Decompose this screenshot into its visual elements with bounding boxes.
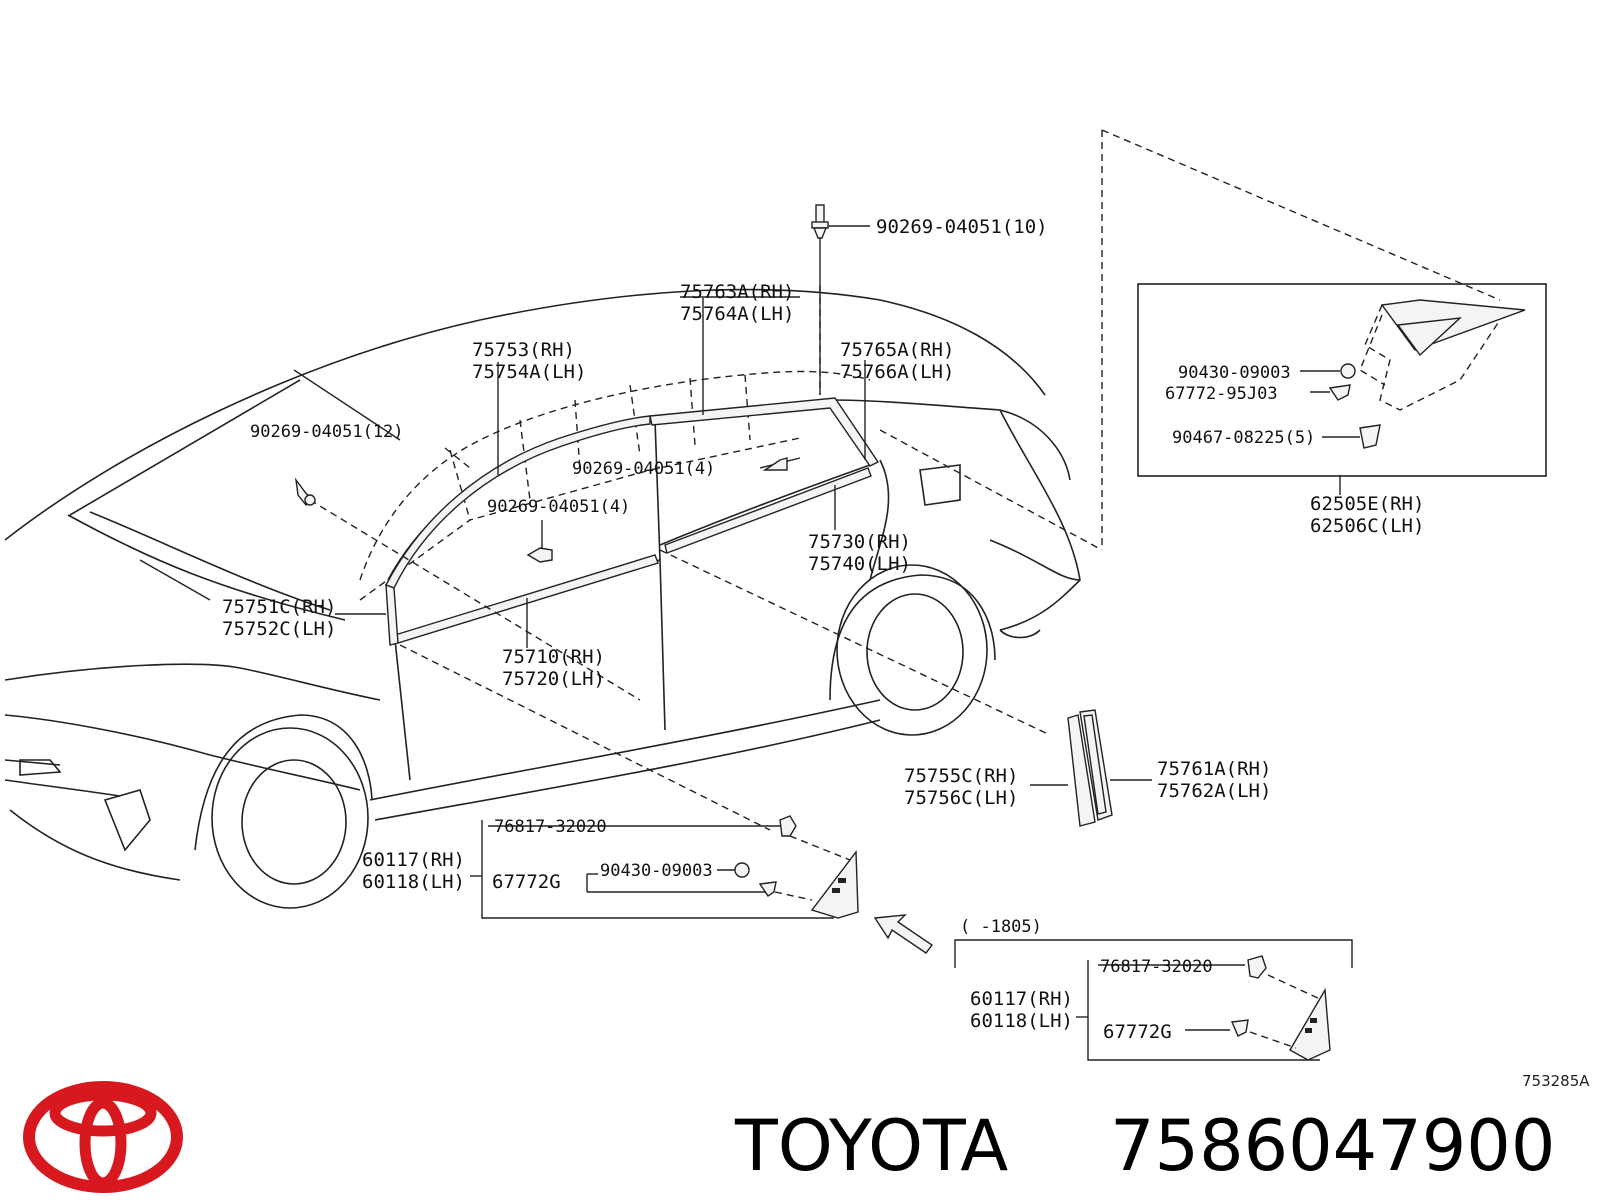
label-clip-90430: 90430-09003 <box>600 861 713 881</box>
grommet-icon <box>1359 424 1381 449</box>
mudguard-part <box>810 850 859 919</box>
bolt-top-icon <box>811 204 829 239</box>
label-75763A: 75763A(RH) <box>680 281 794 303</box>
brand-name: TOYOTA <box>734 1105 1008 1187</box>
mudguard-slot <box>1310 1018 1317 1023</box>
toyota-logo <box>23 1081 183 1193</box>
mudguard-slot <box>832 888 840 893</box>
label-75766A: 75766A(LH) <box>840 361 954 383</box>
label-75753: 75753(RH) <box>472 339 575 361</box>
label-clip-76817-b: 76817-32020 <box>1100 957 1213 977</box>
label-62506C: 62506C(LH) <box>1310 515 1424 537</box>
label-75740: 75740(LH) <box>808 553 911 575</box>
mudguard-slot <box>838 878 846 883</box>
clip-76817-icon <box>779 815 797 837</box>
washer-icon <box>1340 363 1356 379</box>
clip-76817-b-icon <box>1247 955 1267 979</box>
label-60118-b: 60118(LH) <box>970 1010 1073 1032</box>
label-75720: 75720(LH) <box>502 668 605 690</box>
label-75710: 75710(RH) <box>502 646 605 668</box>
bolt-12-icon <box>294 477 316 506</box>
label-60117: 60117(RH) <box>362 849 465 871</box>
leader-lines <box>139 129 1501 831</box>
label-clip-76817: 76817-32020 <box>494 817 607 837</box>
label-bolt-4b: 90269-04051(4) <box>487 497 630 517</box>
label-75761A: 75761A(RH) <box>1157 758 1271 780</box>
label-67772G: 67772G <box>492 871 561 893</box>
clip-67772G-icon <box>758 881 777 897</box>
washer-90430-icon <box>734 862 750 878</box>
bracket-box-lower-left <box>470 815 859 919</box>
label-75764A: 75764A(LH) <box>680 303 794 325</box>
label-75756C: 75756C(LH) <box>904 787 1018 809</box>
label-60117-b: 60117(RH) <box>970 988 1073 1010</box>
mudguard-slot <box>1305 1028 1312 1033</box>
mudguard-part-b <box>1289 987 1331 1061</box>
window-mouldings <box>385 397 880 646</box>
label-75762A: 75762A(LH) <box>1157 780 1271 802</box>
label-75765A: 75765A(RH) <box>840 339 954 361</box>
label-60118: 60118(LH) <box>362 871 465 893</box>
front-pillar-garnish <box>385 583 399 646</box>
belt-moulding-rear <box>664 467 872 554</box>
label-75755C: 75755C(RH) <box>904 765 1018 787</box>
clip-icon <box>1328 384 1351 401</box>
label-bolt-12: 90269-04051(12) <box>250 422 404 442</box>
inset-box-spoiler <box>1137 283 1547 477</box>
bolt-4a-icon <box>762 457 788 471</box>
part-number: 7586047900 <box>1110 1105 1555 1187</box>
roof-drip-moulding-front <box>385 415 651 589</box>
label-range-note: ( -1805) <box>960 917 1042 937</box>
label-75752C: 75752C(LH) <box>222 618 336 640</box>
label-67772G-b: 67772G <box>1103 1021 1172 1043</box>
label-62505E: 62505E(RH) <box>1310 493 1424 515</box>
part-labels: 90269-04051(10) 75763A(RH) 75764A(LH) 75… <box>222 216 1590 1090</box>
label-75754A: 75754A(LH) <box>472 361 586 383</box>
label-inset-67772: 67772-95J03 <box>1165 384 1278 404</box>
roof-drip-moulding-rear <box>649 397 880 467</box>
label-inset-90430: 90430-09003 <box>1178 363 1291 383</box>
bolt-4b-icon <box>526 547 553 563</box>
arrow-icon <box>873 914 934 954</box>
pillar-garnish-part <box>1067 709 1113 827</box>
label-75751C: 75751C(RH) <box>222 596 336 618</box>
label-75730: 75730(RH) <box>808 531 911 553</box>
bracket-box-lower-right <box>954 939 1353 1061</box>
reference-code: 753285A <box>1522 1072 1590 1090</box>
label-inset-90467: 90467-08225(5) <box>1172 428 1315 448</box>
clip-67772G-b-icon <box>1230 1019 1249 1037</box>
label-bolt-top: 90269-04051(10) <box>876 216 1048 238</box>
label-bolt-4a: 90269-04051(4) <box>572 459 715 479</box>
